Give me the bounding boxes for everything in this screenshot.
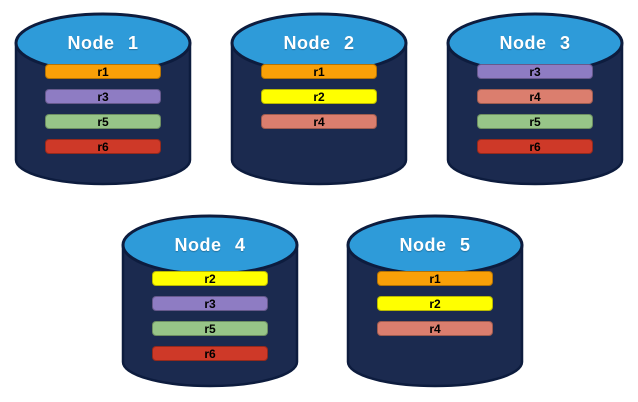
- node-3: Node 3 r3 r4 r5 r6: [445, 10, 625, 188]
- node-title: Node 4: [174, 235, 246, 255]
- node-5: Node 5 r1 r2 r4: [345, 212, 525, 390]
- replica-bar: r4: [477, 89, 593, 104]
- node-title: Node 1: [67, 33, 139, 53]
- replica-bar: r6: [152, 346, 268, 361]
- replica-bar: r2: [261, 89, 377, 104]
- replica-bar: r5: [45, 114, 161, 129]
- replica-list: r1 r3 r5 r6: [45, 64, 161, 164]
- node-1: Node 1 r1 r3 r5 r6: [13, 10, 193, 188]
- node-4: Node 4 r2 r3 r5 r6: [120, 212, 300, 390]
- replica-bar: r6: [477, 139, 593, 154]
- replica-list: r1 r2 r4: [261, 64, 377, 139]
- replica-bar: r1: [261, 64, 377, 79]
- replica-bar: r6: [45, 139, 161, 154]
- node-title: Node 2: [283, 33, 355, 53]
- replica-bar: r5: [152, 321, 268, 336]
- node-2: Node 2 r1 r2 r4: [229, 10, 409, 188]
- replica-list: r1 r2 r4: [377, 271, 493, 346]
- replica-bar: r4: [377, 321, 493, 336]
- node-title: Node 3: [499, 33, 571, 53]
- node-title: Node 5: [399, 235, 471, 255]
- replica-bar: r2: [152, 271, 268, 286]
- replica-bar: r2: [377, 296, 493, 311]
- replica-bar: r1: [45, 64, 161, 79]
- replica-bar: r1: [377, 271, 493, 286]
- replica-list: r3 r4 r5 r6: [477, 64, 593, 164]
- replica-bar: r5: [477, 114, 593, 129]
- replica-bar: r3: [152, 296, 268, 311]
- replica-bar: r4: [261, 114, 377, 129]
- replica-bar: r3: [477, 64, 593, 79]
- replica-list: r2 r3 r5 r6: [152, 271, 268, 371]
- replica-bar: r3: [45, 89, 161, 104]
